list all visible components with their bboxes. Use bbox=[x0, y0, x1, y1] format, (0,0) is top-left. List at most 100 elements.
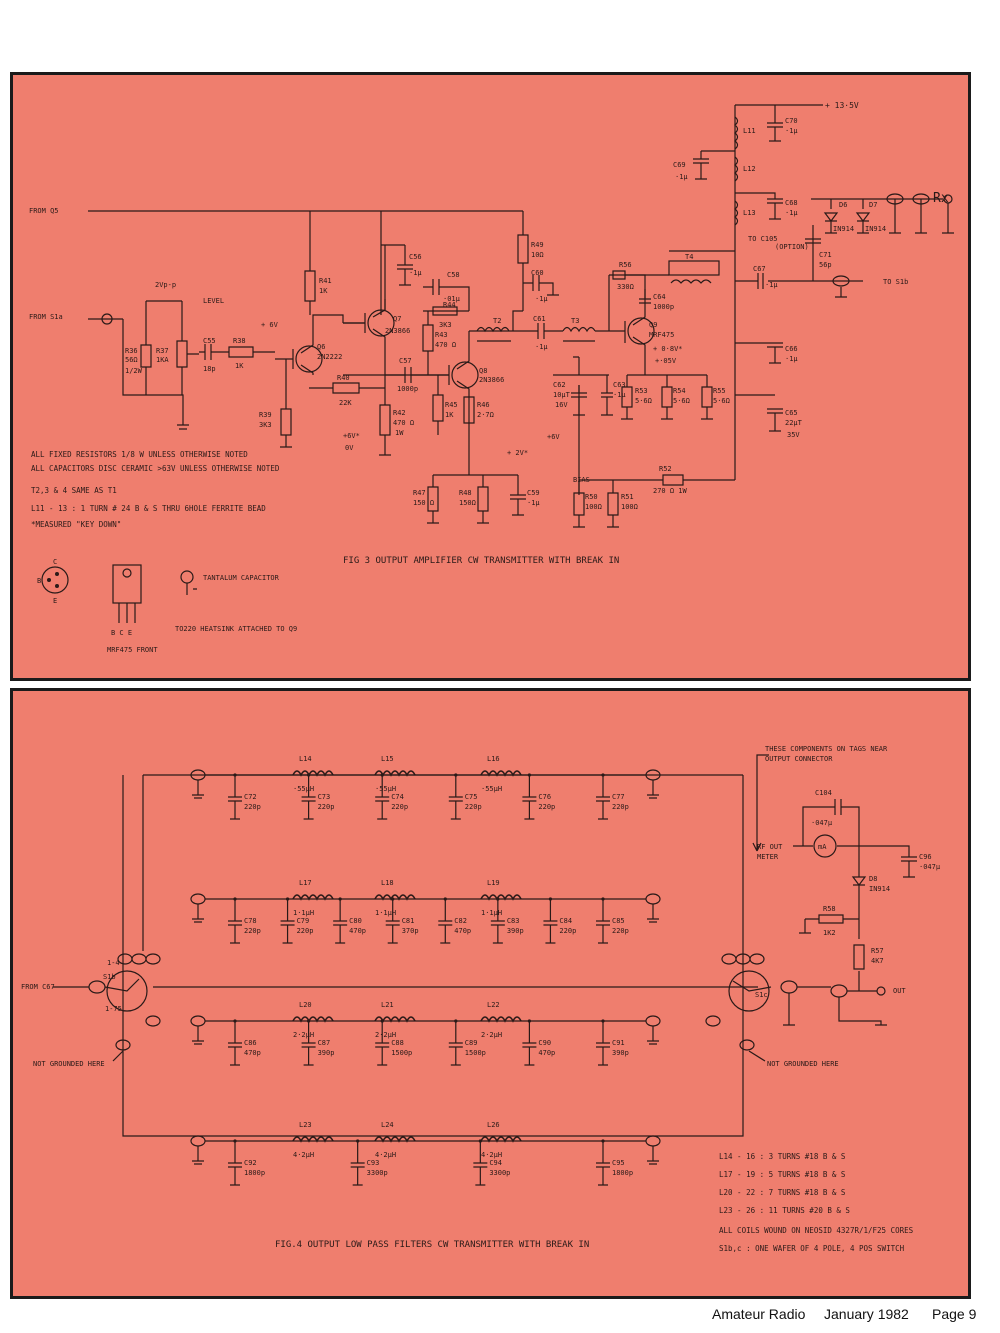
wire bbox=[145, 300, 182, 319]
resistor-r52 bbox=[662, 474, 684, 486]
r48-value: 150Ω bbox=[459, 499, 476, 507]
resistor-r39 bbox=[280, 359, 292, 448]
tag-note-line2: OUTPUT CONNECTOR bbox=[765, 755, 833, 763]
filter-rows: L14·55µHL15·55µHL16·55µHC72220pC73220pC7… bbox=[190, 755, 661, 1186]
capacitor-c88 bbox=[375, 1021, 390, 1066]
cap-c66 bbox=[735, 342, 783, 364]
r55-value: 5·6Ω bbox=[713, 397, 730, 405]
r51-value: 100Ω bbox=[621, 503, 638, 511]
capacitor-value: 3300p bbox=[367, 1169, 388, 1177]
junction-dot bbox=[443, 897, 447, 901]
resistor-r38 bbox=[211, 346, 275, 358]
pointer-arrow bbox=[112, 1050, 124, 1062]
coax-connector bbox=[145, 953, 161, 965]
resistor-r43 bbox=[422, 311, 434, 375]
inductor-value: ·55µH bbox=[481, 785, 502, 793]
page-number: Page 9 bbox=[932, 1306, 977, 1322]
level-label: LEVEL bbox=[203, 297, 224, 305]
q7-label: Q7 bbox=[393, 315, 401, 323]
capacitor-value: 220p bbox=[559, 927, 576, 935]
capacitor-value: 1500p bbox=[465, 1049, 486, 1057]
resistor-r41 bbox=[304, 211, 316, 315]
c65-value: 22µT bbox=[785, 419, 803, 427]
c55-label: C55 bbox=[203, 337, 216, 345]
bce-label: B C E bbox=[111, 629, 132, 637]
resistor-r37 bbox=[176, 301, 199, 395]
capacitor-value: 220p bbox=[612, 927, 629, 935]
pin bbox=[55, 572, 59, 576]
capacitor-label: C75 bbox=[465, 793, 478, 801]
resistor-r57 bbox=[853, 944, 865, 970]
capacitor-c86 bbox=[228, 1021, 242, 1066]
note-line: L11 - 13 : 1 TURN # 24 B & S THRU 6HOLE … bbox=[31, 504, 266, 513]
cap-c60 bbox=[523, 275, 559, 296]
c62-voltage: 16V bbox=[555, 401, 568, 409]
pin-e-label: E bbox=[53, 597, 57, 605]
fig3-caption: FIG 3 OUTPUT AMPLIFIER CW TRANSMITTER WI… bbox=[343, 556, 619, 566]
capacitor-c89 bbox=[448, 1021, 463, 1066]
capacitor-c83 bbox=[490, 899, 505, 944]
wire bbox=[88, 318, 184, 425]
c64-value: 1000p bbox=[653, 303, 674, 311]
from-q5-label: FROM Q5 bbox=[29, 207, 59, 215]
s1c-label: S1c bbox=[755, 991, 768, 999]
wire bbox=[381, 244, 413, 286]
rf-out-label: RF OUT bbox=[757, 843, 783, 851]
fig3-schematic: + 13·5V Rx FROM Q5 FROM S1a TO S1b TO C1… bbox=[29, 101, 954, 654]
r58-value: 1K2 bbox=[823, 929, 836, 937]
t2-label: T2 bbox=[493, 317, 501, 325]
c63-value: ·1µ bbox=[613, 391, 626, 399]
capacitor-label: C82 bbox=[454, 917, 467, 925]
wire bbox=[432, 474, 519, 487]
resistor-r50 bbox=[573, 480, 585, 528]
resistor-r45 bbox=[432, 375, 444, 435]
cap-c67 bbox=[757, 273, 764, 289]
capacitor-value: 470p bbox=[349, 927, 366, 935]
c65-voltage: 35V bbox=[787, 431, 800, 439]
package-leads bbox=[118, 603, 136, 623]
r36-watts: 1/2W bbox=[125, 367, 143, 375]
r57-value: 4K7 bbox=[871, 957, 884, 965]
v6-label: + 6V bbox=[261, 321, 279, 329]
cap-c63 bbox=[601, 375, 613, 416]
input-jack bbox=[101, 313, 113, 325]
r54-label: R54 bbox=[673, 387, 686, 395]
r58-label: R58 bbox=[823, 905, 836, 913]
inductor-label: L22 bbox=[487, 1001, 500, 1009]
capacitor-value: 1800p bbox=[612, 1169, 633, 1177]
junction-dot bbox=[356, 1139, 360, 1143]
inductor-label: L24 bbox=[381, 1121, 394, 1129]
capacitor-c85 bbox=[596, 899, 610, 944]
c65-label: C65 bbox=[785, 409, 798, 417]
resistor-r51 bbox=[607, 480, 619, 528]
coax-connector bbox=[645, 1015, 661, 1027]
capacitor-label: C74 bbox=[391, 793, 404, 801]
inductor-value: 1·1µH bbox=[293, 909, 314, 917]
inductor-l11 bbox=[734, 116, 739, 150]
resistor-r48 bbox=[477, 486, 489, 524]
inductor-l12 bbox=[734, 156, 739, 182]
inductor-value: 2·2µH bbox=[481, 1031, 502, 1039]
capacitor-c78 bbox=[228, 899, 242, 944]
d7-label: D7 bbox=[869, 201, 877, 209]
capacitor-value: 390p bbox=[612, 1049, 629, 1057]
coil-note: L23 - 26 : 11 TURNS #20 B & S bbox=[719, 1206, 850, 1215]
inductor-label: L18 bbox=[381, 879, 394, 887]
inductor-l14 bbox=[292, 770, 334, 777]
coax-connector bbox=[115, 1039, 131, 1051]
c58-value: ·01µ bbox=[443, 295, 461, 303]
inductor-value: 4·2µH bbox=[293, 1151, 314, 1159]
c66-value: ·1µ bbox=[785, 355, 798, 363]
c96-value: ·047µ bbox=[919, 863, 941, 871]
coax-connector bbox=[131, 953, 147, 965]
out-label: OUT bbox=[893, 987, 906, 995]
r50-label: R50 bbox=[585, 493, 598, 501]
capacitor-c84 bbox=[543, 899, 558, 944]
one-to-four-label: 1-4 bbox=[107, 959, 120, 967]
t4-label: T4 bbox=[685, 253, 693, 261]
capacitor-label: C80 bbox=[349, 917, 362, 925]
resistor-r36 bbox=[140, 319, 152, 395]
ground-symbol bbox=[192, 780, 204, 799]
wire bbox=[835, 287, 847, 298]
capacitor-label: C85 bbox=[612, 917, 625, 925]
